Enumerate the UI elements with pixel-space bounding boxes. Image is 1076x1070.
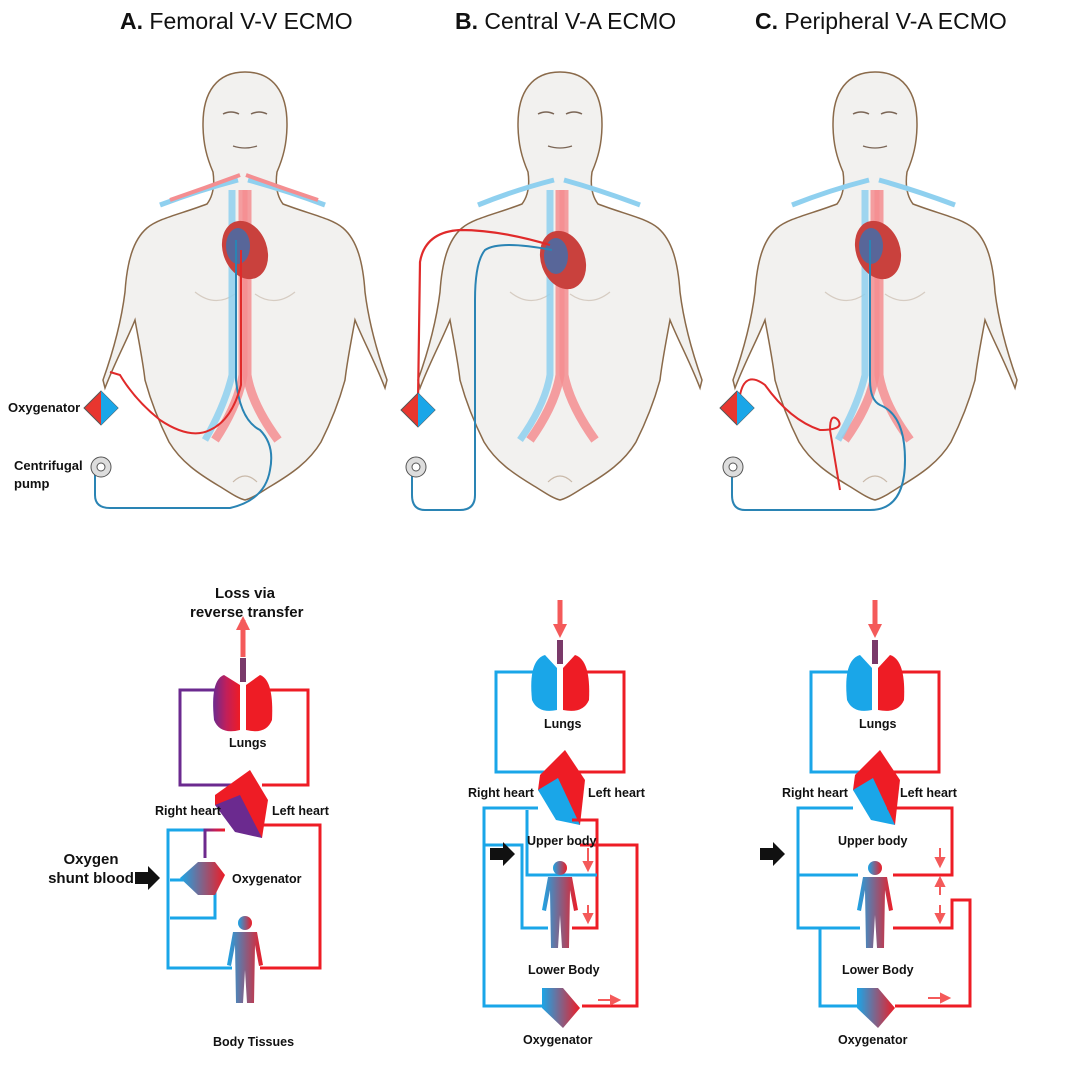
figure-a xyxy=(83,71,388,509)
panel-b-title: B. Central V-A ECMO xyxy=(455,8,677,34)
lungs-label-b: Lungs xyxy=(544,717,582,731)
flow-arrows-b xyxy=(582,848,622,1006)
left-heart-label-a: Left heart xyxy=(272,804,329,818)
oxygenator-label-b: Oxygenator xyxy=(523,1033,593,1047)
lower-body-label-b: Lower Body xyxy=(528,963,600,977)
lungs-label-c: Lungs xyxy=(859,717,897,731)
panel-c-title: C. Peripheral V-A ECMO xyxy=(755,8,1007,34)
left-heart-label-c: Left heart xyxy=(900,786,957,800)
oxygenator-label: Oxygenator xyxy=(8,400,81,415)
lungs-label-a: Lungs xyxy=(229,736,267,750)
upper-body-label-b: Upper body xyxy=(527,834,597,848)
left-heart-label-b: Left heart xyxy=(588,786,645,800)
shunt-label: Oxygen shunt blood xyxy=(48,851,134,887)
schematic-c xyxy=(760,600,972,1028)
upper-body-label-c: Upper body xyxy=(838,834,908,848)
panel-a-title: A. Femoral V-V ECMO xyxy=(120,8,353,34)
right-heart-label-a: Right heart xyxy=(155,804,221,818)
body-tissues-label: Body Tissues xyxy=(213,1035,295,1049)
oxygenator-label-a: Oxygenator xyxy=(232,872,302,886)
oxygenator-label-c: Oxygenator xyxy=(838,1033,908,1047)
pump-label-line1: Centrifugal xyxy=(14,458,83,473)
schematic-a xyxy=(135,616,322,1003)
figure-c xyxy=(719,71,1018,511)
flow-arrows-c xyxy=(928,848,952,1004)
schematic-b xyxy=(482,600,639,1028)
loss-label: Loss via reverse transfer xyxy=(190,585,304,621)
right-heart-label-c: Right heart xyxy=(782,786,848,800)
lower-body-label-c: Lower Body xyxy=(842,963,914,977)
figure-b xyxy=(400,71,703,511)
pump-label-line2: pump xyxy=(14,476,50,491)
right-heart-label-b: Right heart xyxy=(468,786,534,800)
